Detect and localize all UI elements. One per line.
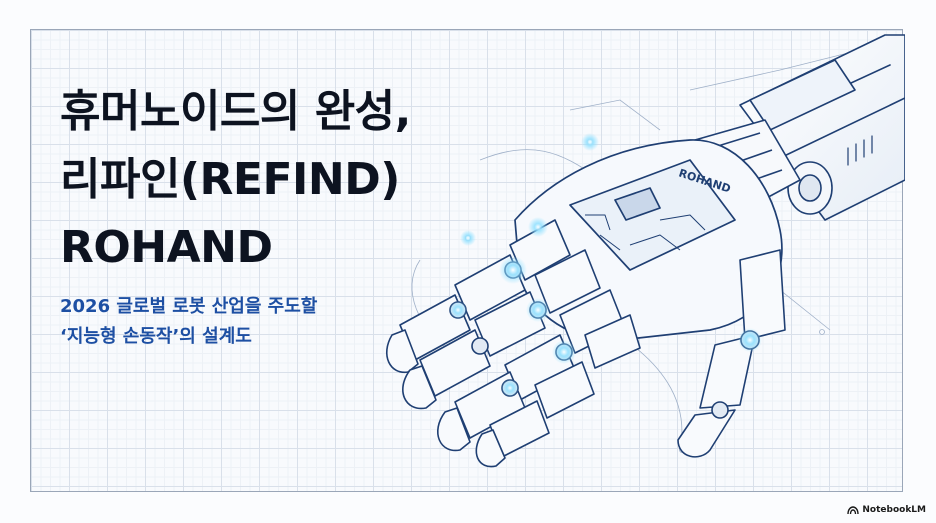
subtitle-line-2: ‘지능형 손동작’의 설계도	[60, 326, 252, 347]
notebooklm-label: NotebookLM	[862, 505, 926, 515]
title-line-2: 리파인(REFIND)	[60, 154, 400, 205]
forearm	[739, 34, 905, 221]
pinky-finger	[475, 314, 641, 468]
title-line-3: ROHAND	[60, 222, 273, 273]
robotic-hand-illustration: ROHAND	[386, 34, 905, 468]
slide-subtitle: 2026 글로벌 로봇 산업을 주도할 ‘지능형 손동작’의 설계도	[60, 292, 390, 352]
notebooklm-logo-icon	[847, 505, 860, 514]
glowing-joints	[449, 133, 762, 397]
slide-title: 휴머노이드의 완성, 리파인(REFIND) ROHAND	[60, 78, 480, 282]
title-line-1: 휴머노이드의 완성,	[60, 86, 411, 137]
notebooklm-watermark: NotebookLM	[847, 505, 926, 515]
subtitle-line-1: 2026 글로벌 로봇 산업을 주도할	[60, 296, 318, 317]
